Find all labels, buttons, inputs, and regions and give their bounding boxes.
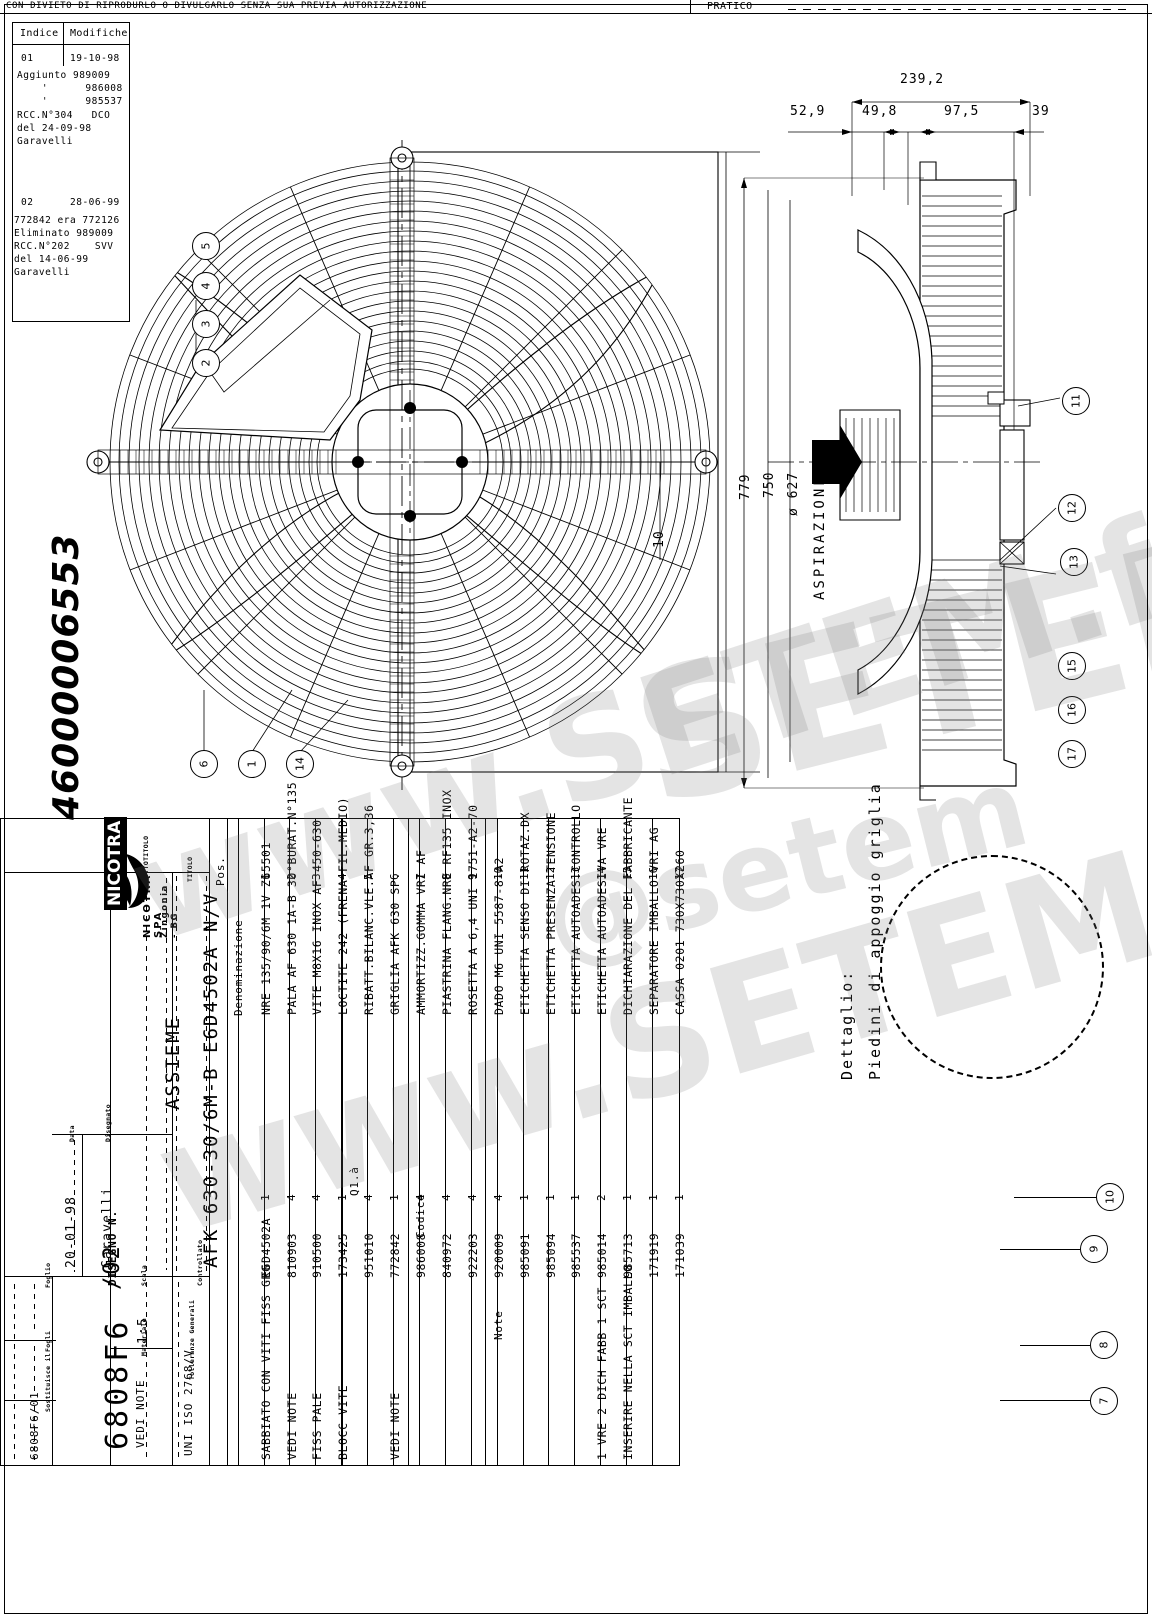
revision-line-01-1: ' 986008 <box>17 83 123 94</box>
revision-line-02-1: Eliminato 989009 <box>14 228 114 239</box>
sottotitolo-dash <box>146 876 147 1272</box>
bom-row-divider <box>393 818 394 1466</box>
revision-line-01-2: ' 985537 <box>17 96 123 107</box>
balloon-12[interactable]: 12 <box>1058 494 1086 522</box>
foglio-dash-2 <box>34 1284 35 1334</box>
revision-column-divider <box>63 22 64 46</box>
revision-col-index-header: Indice <box>20 28 59 39</box>
balloon-8[interactable]: 8 <box>1090 1331 1118 1359</box>
bom-row-divider <box>289 818 291 1466</box>
titolo-dash-right <box>206 876 207 1272</box>
controllato-dash <box>178 1282 179 1462</box>
sostituisce-dash <box>34 1406 35 1460</box>
revision-index-01: 01 <box>21 53 34 64</box>
bom-row-divider <box>574 818 576 1466</box>
bom-row-divider <box>470 818 472 1466</box>
balloon-2[interactable]: 2 <box>192 349 220 377</box>
revision-date-02: 28-06-99 <box>70 197 120 208</box>
dim-97-5: 97,5 <box>944 104 980 119</box>
disegnato-dash <box>110 1140 111 1272</box>
bom-row-divider <box>237 818 239 1466</box>
bom-row-divider <box>548 818 550 1466</box>
fogli-dash <box>34 1346 35 1396</box>
revision-column-divider-lower <box>63 46 64 66</box>
revision-line-01-4: del 24-09-98 <box>17 123 92 134</box>
revision-date-01: 19-10-98 <box>70 53 120 64</box>
balloon-13[interactable]: 13 <box>1060 548 1088 576</box>
bom-row-divider <box>367 818 369 1466</box>
bom-row-divider <box>522 818 524 1466</box>
leader-line-8 <box>1020 1345 1090 1346</box>
controllato-divider <box>172 1276 173 1466</box>
balloon-4[interactable]: 4 <box>192 272 220 300</box>
balloon-1[interactable]: 1 <box>238 750 266 778</box>
titolo-dash-extra <box>166 878 167 1270</box>
balloon-9[interactable]: 9 <box>1080 1235 1108 1263</box>
balloon-17[interactable]: 17 <box>1058 740 1086 768</box>
balloon-3[interactable]: 3 <box>192 310 220 338</box>
leader-line-7 <box>1000 1400 1090 1401</box>
scala-dash <box>146 1282 147 1462</box>
revision-line-02-2: RCC.N°202 SVV <box>14 241 114 252</box>
revision-line-02-3: del 14-06-99 <box>14 254 89 265</box>
dim-49-8: 49,8 <box>862 104 898 119</box>
pratico-dashed-line <box>788 9 1128 10</box>
drawing-graphics <box>86 99 1061 801</box>
balloon-10[interactable]: 10 <box>1096 1183 1124 1211</box>
bom-row-divider <box>652 818 653 1466</box>
revision-index-02: 02 <box>21 197 34 208</box>
dim-39: 39 <box>1032 104 1050 119</box>
title-block-divider-5 <box>4 1340 56 1341</box>
pratico-field: PRATICO <box>690 0 1152 14</box>
revision-line-02-0: 772842 era 772126 <box>14 215 120 226</box>
dim-overall-depth: 239,2 <box>900 72 945 87</box>
disegnato-divider <box>82 1134 83 1276</box>
confidentiality-banner: CON DIVIETO DI RIPRODURLO O DIVULGARLO S… <box>6 1 428 11</box>
balloon-16[interactable]: 16 <box>1058 696 1086 724</box>
data-dash <box>74 1140 75 1272</box>
titolo-dash-left <box>176 876 177 1272</box>
bom-row-divider <box>444 818 446 1466</box>
nicotra-logo: NICOTRA NICOTRA SPA Zingonia - BG <box>104 816 180 1018</box>
revision-line-01-0: Aggiunto 989009 <box>17 70 111 81</box>
sheet-border <box>4 4 1148 1614</box>
title-block-divider-3 <box>52 1276 53 1466</box>
disegnato-top-divider <box>52 1134 172 1135</box>
bom-row-divider <box>315 818 317 1466</box>
bom-row-divider <box>600 818 602 1466</box>
revision-line-01-3: RCC.N°304 DCO <box>17 110 111 121</box>
leader-line-10 <box>1014 1197 1096 1198</box>
title-block-divider-7 <box>172 872 173 1276</box>
bom-row-divider <box>496 818 498 1466</box>
revision-line-02-4: Garavelli <box>14 267 70 278</box>
bom-row-divider <box>626 818 628 1466</box>
revision-table <box>12 22 130 322</box>
revision-line-01-5: Garavelli <box>17 136 73 147</box>
scala-divider <box>110 1348 172 1349</box>
balloon-11[interactable]: 11 <box>1062 387 1090 415</box>
balloon-15[interactable]: 15 <box>1058 652 1086 680</box>
leader-line-9 <box>1000 1249 1080 1250</box>
revision-col-changes-header: Modifiche <box>70 28 128 39</box>
revision-header-divider <box>12 44 130 45</box>
detail-dashed-circle <box>880 855 1104 1079</box>
top-rule-divider <box>0 13 1152 14</box>
balloon-5[interactable]: 5 <box>192 232 220 260</box>
balloon-6[interactable]: 6 <box>190 750 218 778</box>
bom-row-divider <box>418 818 420 1466</box>
bom-row-divider <box>263 818 265 1466</box>
bom-row-divider <box>341 818 343 1466</box>
balloon-7[interactable]: 7 <box>1090 1387 1118 1415</box>
balloon-14[interactable]: 14 <box>286 750 314 778</box>
title-block-divider-6 <box>4 1400 56 1401</box>
foglio-dash-1 <box>14 1284 15 1460</box>
title-block-divider-4 <box>4 1276 210 1277</box>
dim-52-9: 52,9 <box>790 104 826 119</box>
pratico-label: PRATICO <box>707 1 753 12</box>
